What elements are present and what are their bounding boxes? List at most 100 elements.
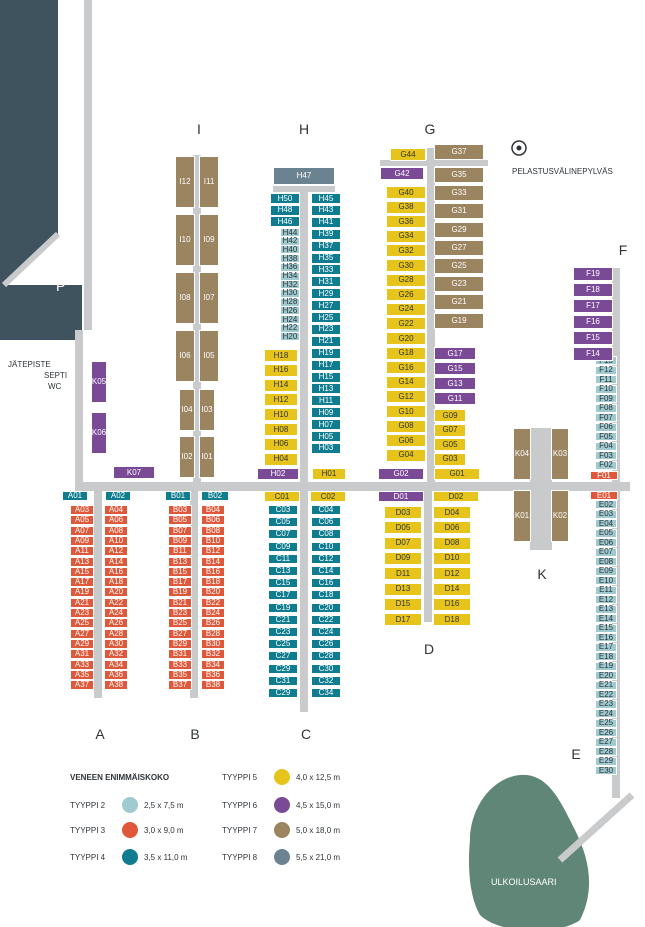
berth-a05[interactable]: A05 bbox=[70, 515, 94, 526]
berth-e16[interactable]: E16 bbox=[595, 633, 617, 642]
berth-i05[interactable]: I05 bbox=[199, 330, 219, 382]
berth-c10[interactable]: C10 bbox=[311, 541, 341, 552]
berth-h19[interactable]: H19 bbox=[311, 347, 341, 359]
berth-e13[interactable]: E13 bbox=[595, 604, 617, 614]
berth-b03[interactable]: B03 bbox=[168, 505, 192, 515]
berth-i03[interactable]: I03 bbox=[199, 389, 215, 431]
berth-h45[interactable]: H45 bbox=[311, 193, 341, 204]
berth-b24[interactable]: B24 bbox=[201, 608, 225, 618]
berth-b38[interactable]: B38 bbox=[201, 680, 225, 691]
berth-b17[interactable]: B17 bbox=[168, 577, 192, 588]
berth-c03[interactable]: C03 bbox=[268, 505, 298, 515]
berth-b33[interactable]: B33 bbox=[168, 659, 192, 670]
berth-h39[interactable]: H39 bbox=[311, 228, 341, 240]
berth-c14[interactable]: C14 bbox=[311, 566, 341, 576]
berth-d02[interactable]: D02 bbox=[433, 491, 479, 502]
berth-h09[interactable]: H09 bbox=[311, 407, 341, 419]
berth-g30[interactable]: G30 bbox=[386, 259, 426, 272]
berth-h26[interactable]: H26 bbox=[280, 306, 300, 316]
berth-e21[interactable]: E21 bbox=[595, 680, 617, 690]
berth-f11[interactable]: F11 bbox=[595, 375, 617, 384]
berth-e08[interactable]: E08 bbox=[595, 557, 617, 566]
berth-d12[interactable]: D12 bbox=[433, 567, 471, 581]
berth-h40[interactable]: H40 bbox=[280, 245, 300, 255]
berth-e01[interactable]: E01 bbox=[590, 491, 618, 500]
berth-b07[interactable]: B07 bbox=[168, 525, 192, 536]
berth-e02[interactable]: E02 bbox=[595, 500, 617, 509]
berth-h31[interactable]: H31 bbox=[311, 276, 341, 288]
berth-f07[interactable]: F07 bbox=[595, 413, 617, 422]
berth-g03[interactable]: G03 bbox=[434, 452, 466, 466]
berth-g02[interactable]: G02 bbox=[378, 468, 424, 480]
berth-c26[interactable]: C26 bbox=[311, 639, 341, 650]
berth-c11[interactable]: C11 bbox=[268, 553, 298, 564]
berth-a20[interactable]: A20 bbox=[104, 587, 128, 598]
berth-h02[interactable]: H02 bbox=[257, 468, 299, 480]
berth-f03[interactable]: F03 bbox=[595, 451, 617, 460]
berth-b14[interactable]: B14 bbox=[201, 556, 225, 567]
berth-f16[interactable]: F16 bbox=[573, 315, 613, 329]
berth-e29[interactable]: E29 bbox=[595, 756, 617, 766]
berth-a31[interactable]: A31 bbox=[70, 649, 94, 660]
berth-h15[interactable]: H15 bbox=[311, 371, 341, 383]
berth-g19[interactable]: G19 bbox=[434, 312, 484, 329]
berth-a18[interactable]: A18 bbox=[104, 577, 128, 588]
berth-b32[interactable]: B32 bbox=[201, 649, 225, 660]
berth-c23[interactable]: C23 bbox=[268, 627, 298, 637]
berth-c18[interactable]: C18 bbox=[311, 590, 341, 601]
berth-g13[interactable]: G13 bbox=[434, 377, 476, 390]
berth-c21[interactable]: C21 bbox=[268, 614, 298, 625]
berth-b30[interactable]: B30 bbox=[201, 638, 225, 649]
berth-h06[interactable]: H06 bbox=[264, 437, 298, 451]
berth-e30[interactable]: E30 bbox=[595, 766, 617, 775]
berth-c22[interactable]: C22 bbox=[311, 614, 341, 625]
berth-a02[interactable]: A02 bbox=[105, 491, 131, 501]
berth-h35[interactable]: H35 bbox=[311, 252, 341, 264]
berth-d04[interactable]: D04 bbox=[433, 506, 471, 519]
berth-e26[interactable]: E26 bbox=[595, 728, 617, 737]
berth-b29[interactable]: B29 bbox=[168, 638, 192, 649]
berth-g18[interactable]: G18 bbox=[386, 346, 426, 360]
berth-k01[interactable]: K01 bbox=[513, 490, 531, 542]
berth-h18[interactable]: H18 bbox=[264, 349, 298, 362]
berth-g07[interactable]: G07 bbox=[434, 423, 466, 437]
berth-b18[interactable]: B18 bbox=[201, 577, 225, 588]
berth-a32[interactable]: A32 bbox=[104, 649, 128, 660]
berth-f08[interactable]: F08 bbox=[595, 403, 617, 413]
berth-h21[interactable]: H21 bbox=[311, 335, 341, 347]
berth-h34[interactable]: H34 bbox=[280, 271, 300, 281]
berth-g29[interactable]: G29 bbox=[434, 221, 484, 238]
berth-h08[interactable]: H08 bbox=[264, 423, 298, 436]
berth-c05[interactable]: C05 bbox=[268, 517, 298, 528]
berth-b01[interactable]: B01 bbox=[165, 491, 191, 501]
berth-h23[interactable]: H23 bbox=[311, 323, 341, 335]
berth-g25[interactable]: G25 bbox=[434, 258, 484, 274]
berth-g01[interactable]: G01 bbox=[434, 468, 480, 480]
berth-a30[interactable]: A30 bbox=[104, 638, 128, 649]
berth-b34[interactable]: B34 bbox=[201, 659, 225, 670]
berth-h46[interactable]: H46 bbox=[270, 216, 300, 228]
berth-f10[interactable]: F10 bbox=[595, 384, 617, 394]
berth-b35[interactable]: B35 bbox=[168, 669, 192, 680]
berth-c25[interactable]: C25 bbox=[268, 639, 298, 650]
berth-e14[interactable]: E14 bbox=[595, 614, 617, 623]
berth-a13[interactable]: A13 bbox=[70, 556, 94, 567]
berth-e25[interactable]: E25 bbox=[595, 718, 617, 728]
berth-c19[interactable]: C19 bbox=[268, 602, 298, 613]
berth-i04[interactable]: I04 bbox=[179, 389, 195, 431]
berth-g33[interactable]: G33 bbox=[434, 185, 484, 202]
berth-k07[interactable]: K07 bbox=[113, 466, 155, 479]
berth-g36[interactable]: G36 bbox=[386, 215, 426, 229]
berth-d03[interactable]: D03 bbox=[384, 506, 422, 519]
berth-c30[interactable]: C30 bbox=[311, 663, 341, 674]
berth-b05[interactable]: B05 bbox=[168, 515, 192, 526]
berth-h07[interactable]: H07 bbox=[311, 419, 341, 431]
berth-a26[interactable]: A26 bbox=[104, 618, 128, 629]
berth-i11[interactable]: I11 bbox=[199, 156, 219, 208]
berth-d10[interactable]: D10 bbox=[433, 551, 471, 565]
berth-a27[interactable]: A27 bbox=[70, 628, 94, 639]
berth-d13[interactable]: D13 bbox=[384, 582, 422, 596]
berth-a25[interactable]: A25 bbox=[70, 618, 94, 629]
berth-a06[interactable]: A06 bbox=[104, 515, 128, 526]
berth-e24[interactable]: E24 bbox=[595, 709, 617, 718]
